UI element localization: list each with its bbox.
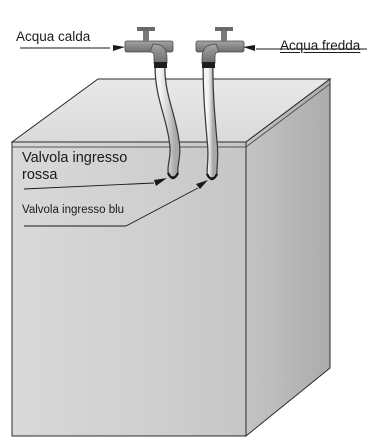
cabinet: [10, 78, 332, 438]
hot-water-tap: [124, 27, 174, 68]
cabinet-side: [245, 78, 331, 438]
red-valve-label-line1: Valvola ingresso: [22, 150, 128, 166]
blue-valve-label: Valvola ingresso blu: [22, 204, 125, 216]
cabinet-front: [11, 141, 247, 437]
blue-valve-leader: [24, 180, 208, 227]
red-inlet-valve: [166, 172, 180, 180]
hoses: [154, 62, 219, 181]
red-valve-leader: [23, 178, 167, 190]
hot-water-leader: [20, 45, 125, 51]
hot-water-label: Acqua calda: [16, 29, 91, 44]
leader-lines: [20, 45, 367, 227]
cold-water-label: Acqua fredda: [280, 38, 361, 53]
cold-water-tap: [195, 27, 245, 68]
red-valve-label: Valvola ingresso rossa: [22, 150, 127, 183]
blue-inlet-valve: [205, 173, 219, 181]
cabinet-side-edge: [245, 83, 331, 148]
cold-water-leader: [243, 45, 367, 51]
red-valve-label-line2: rossa: [22, 166, 58, 183]
